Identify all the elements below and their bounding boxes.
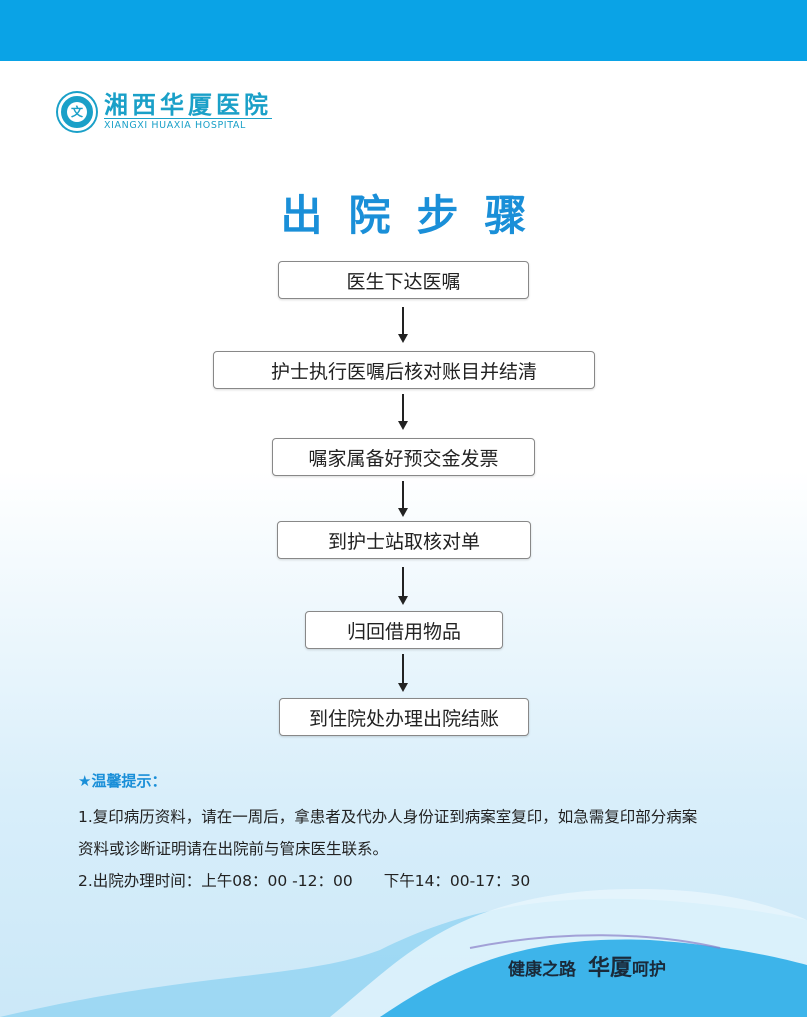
hospital-logo: 文 湘西华厦医院 XIANGXI HUAXIA HOSPITAL: [58, 92, 272, 131]
slogan: 健康之路华厦呵护: [508, 950, 666, 982]
arrow-down-icon: [398, 394, 408, 430]
tips-title: ★温馨提示：: [78, 772, 167, 790]
logo-chinese-name: 湘西华厦医院: [104, 90, 272, 119]
page-title: 出院步骤: [280, 191, 553, 240]
step-1: 医生下达医嘱: [278, 261, 529, 299]
arrow-down-icon: [398, 307, 408, 343]
tip-line: 资料或诊断证明请在出院前与管床医生联系。: [78, 840, 389, 858]
slogan-part: 呵护: [632, 960, 667, 980]
tip-line: 2.出院办理时间：上午08：00 -12：00 下午14：00-17：30: [78, 872, 531, 890]
step-2: 护士执行医嘱后核对账目并结清: [213, 351, 595, 389]
arrow-down-icon: [398, 654, 408, 692]
hospital-seal-icon: 文: [58, 92, 96, 131]
top-band: [0, 0, 807, 61]
step-6: 到住院处办理出院结账: [279, 698, 529, 736]
step-3: 嘱家属备好预交金发票: [272, 438, 535, 476]
slogan-part: 健康之路: [508, 960, 576, 980]
tip-line: 1.复印病历资料，请在一周后，拿患者及代办人身份证到病案室复印，如急需复印部分病…: [78, 808, 698, 826]
step-5: 归回借用物品: [305, 611, 503, 649]
arrow-down-icon: [398, 567, 408, 605]
step-4: 到护士站取核对单: [277, 521, 531, 559]
logo-english-name: XIANGXI HUAXIA HOSPITAL: [104, 118, 272, 131]
arrow-down-icon: [398, 481, 408, 517]
decorative-waves: [0, 889, 807, 1017]
slogan-part: 华厦: [588, 956, 633, 981]
tips-section: ★温馨提示： 1.复印病历资料，请在一周后，拿患者及代办人身份证到病案室复印，如…: [78, 770, 697, 897]
